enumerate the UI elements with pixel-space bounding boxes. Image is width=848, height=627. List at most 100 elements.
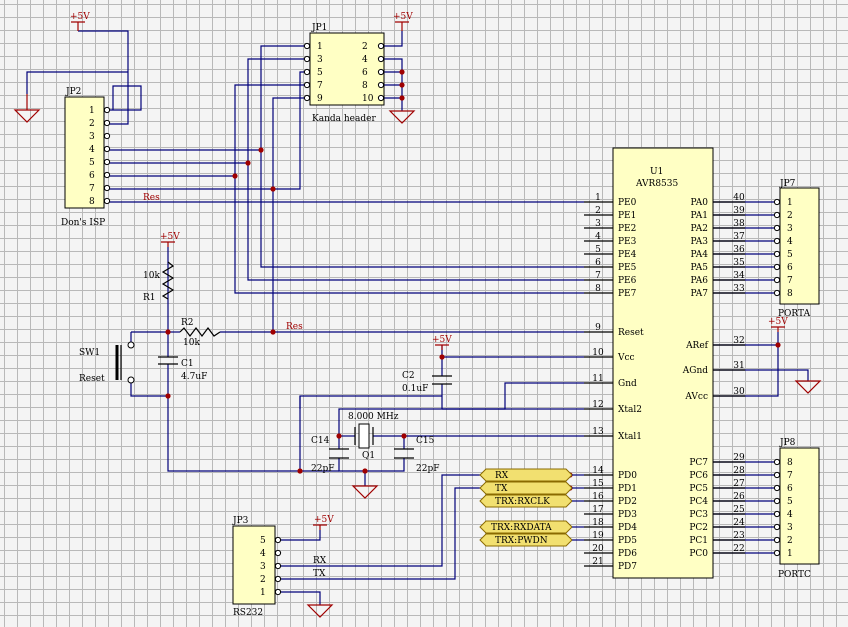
jp3-pin-label: 5 <box>260 536 266 546</box>
jp1-pin-label: 4 <box>362 55 368 65</box>
jp7-pin-terminal <box>773 263 781 271</box>
jp8-pin-label: 2 <box>787 536 793 546</box>
jp1-pin-label: 5 <box>317 68 323 78</box>
jp8-pin-label: 4 <box>787 510 793 520</box>
svg-text:R1: R1 <box>143 293 156 303</box>
u1-pin-number: 7 <box>595 271 601 281</box>
u1-pin-name: PD5 <box>618 536 637 546</box>
jp8-pin-terminal <box>773 523 781 531</box>
u1-pin-name: PC7 <box>689 458 708 468</box>
jp7-pin-label: 5 <box>787 250 793 260</box>
u1-pin-name: PE7 <box>618 289 637 299</box>
u1-pin-name: PD3 <box>618 510 637 520</box>
jp1-pin-label: 8 <box>362 81 368 91</box>
jp1-pin-terminal <box>377 55 385 63</box>
u1-pin-number: 27 <box>733 479 745 489</box>
u1-pin-number: 2 <box>595 206 601 216</box>
svg-text:10k: 10k <box>183 338 200 348</box>
jp2-pin-label: 7 <box>89 184 95 194</box>
net-label-rx: RX <box>313 556 327 566</box>
svg-text:Kanda header: Kanda header <box>312 114 376 124</box>
svg-text:TRX:RXCLK: TRX:RXCLK <box>495 497 550 507</box>
u1-pin-number: 13 <box>592 427 604 437</box>
u1-pin-number: 1 <box>595 193 601 203</box>
u1-pin-number: 26 <box>733 492 745 502</box>
u1-pin-name: PE2 <box>618 224 636 234</box>
jp3-pin-terminal <box>274 536 282 544</box>
svg-text:TX: TX <box>495 484 508 494</box>
jp8-pin-terminal <box>773 536 781 544</box>
jp2-pin-terminal <box>103 197 111 205</box>
jp2-pin-label: 1 <box>89 106 95 116</box>
jp2-pin-label: 5 <box>89 158 95 168</box>
jp8-pin-terminal <box>773 484 781 492</box>
svg-text:C14: C14 <box>311 436 330 446</box>
u1-pin-number: 11 <box>592 374 603 384</box>
svg-text:AVR8535: AVR8535 <box>635 179 679 189</box>
ground-symbols <box>13 94 822 618</box>
u1-pin-number: 12 <box>592 400 603 410</box>
u1-pin-number: 33 <box>733 284 745 294</box>
u1-pin-name: PD2 <box>618 497 637 507</box>
jp1-pin-terminal <box>303 81 311 89</box>
jp1-pin-terminal <box>377 42 385 50</box>
svg-text:8.000 MHz: 8.000 MHz <box>348 412 399 422</box>
net-label-tx: TX <box>313 569 326 579</box>
u1-pin-number: 28 <box>733 466 745 476</box>
jp1-pin-label: 2 <box>362 42 368 52</box>
net-labels: Res Res RX TX <box>143 193 327 579</box>
svg-text:+5V: +5V <box>393 12 413 22</box>
svg-text:TRX:RXDATA: TRX:RXDATA <box>491 523 552 533</box>
u1-pin-number: 18 <box>592 518 604 528</box>
u1-pin-name: PE5 <box>618 263 637 273</box>
u1-pin-name: PC4 <box>689 497 708 507</box>
jp7-pin-label: 3 <box>787 224 793 234</box>
u1-pin-number: 5 <box>595 245 601 255</box>
u1-pin-name: Xtal2 <box>618 405 642 415</box>
power-symbol-r1: +5V <box>160 232 180 247</box>
svg-text:10k: 10k <box>143 271 160 281</box>
port-trx-pwdn: TRX:PWDN <box>479 533 584 547</box>
u1-pin-name: PA6 <box>691 276 709 286</box>
u1-pin-name: PD0 <box>618 471 637 481</box>
u1-pin-number: 3 <box>595 219 601 229</box>
u1-pin-number: 36 <box>733 245 745 255</box>
jp7-pin-terminal <box>773 198 781 206</box>
u1-pin-name: Vcc <box>617 353 635 363</box>
u1-pin-name: Gnd <box>618 379 637 389</box>
jp3-pin-terminal <box>274 562 282 570</box>
jp2-pin-label: 2 <box>89 119 95 129</box>
jp1-pin-label: 9 <box>317 94 323 104</box>
u1-pin-number: 24 <box>733 518 745 528</box>
u1-pin-name: PA7 <box>691 289 709 299</box>
jp3-pin-label: 4 <box>260 549 266 559</box>
ground-symbol-jp2 <box>13 94 41 123</box>
u1-pin-name: PA2 <box>691 224 708 234</box>
jp2-pin-terminal <box>103 119 111 127</box>
resistor-r1: 10k R1 <box>143 261 175 303</box>
jp3-pin-label: 2 <box>260 575 266 585</box>
u1-pin-name: PC3 <box>689 510 708 520</box>
u1-pin-number: 34 <box>733 271 745 281</box>
u1-pin-name: PA5 <box>691 263 709 273</box>
net-label-res-isp: Res <box>143 193 160 203</box>
jp7-pin-terminal <box>773 224 781 232</box>
jp8-pin-label: 7 <box>787 471 793 481</box>
u1-pin-number: 37 <box>733 232 745 242</box>
u1-pin-number: 21 <box>592 557 603 567</box>
u1-pin-number: 20 <box>592 544 604 554</box>
u1-pin-number: 16 <box>592 492 604 502</box>
u1-pin-number: 6 <box>595 258 601 268</box>
svg-text:JP8: JP8 <box>779 438 796 448</box>
svg-text:PORTC: PORTC <box>778 570 811 580</box>
jp2-pin-terminal <box>103 171 111 179</box>
jp2-pin-terminal <box>103 145 111 153</box>
jp8-pin-terminal <box>773 549 781 557</box>
svg-text:RX: RX <box>495 471 509 481</box>
u1-pin-name: PD6 <box>618 549 637 559</box>
u1-pin-name: PD7 <box>618 562 637 572</box>
u1-pin-name: PD1 <box>618 484 637 494</box>
port-tx: TX <box>479 481 584 495</box>
